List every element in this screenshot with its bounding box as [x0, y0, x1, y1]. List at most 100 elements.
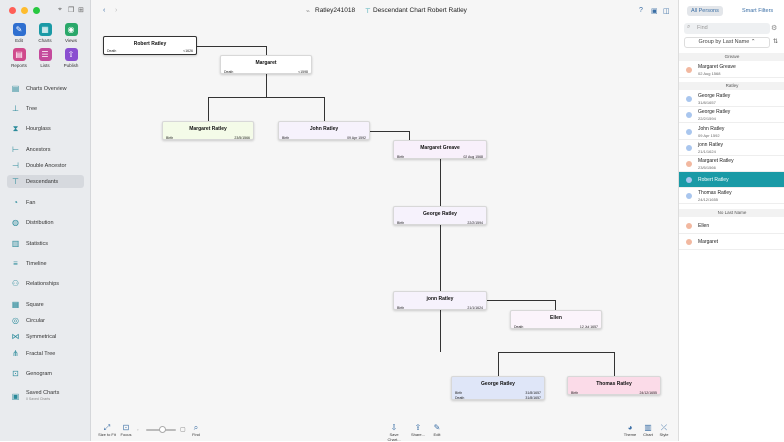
forward-arrow-icon[interactable]: ›: [115, 7, 118, 14]
chart-button[interactable]: ▥Chart: [637, 423, 659, 437]
minimize-window-button[interactable]: [21, 7, 28, 14]
event-type: Death: [107, 49, 117, 53]
back-arrow-icon[interactable]: ‹: [103, 7, 106, 14]
sidebar-item-timeline[interactable]: ≡Timeline: [7, 257, 84, 270]
sidebar-item-label: Timeline: [26, 260, 47, 267]
toolbar-publish-button[interactable]: ⇧Publish: [62, 48, 80, 68]
tab-all-persons[interactable]: All Persons: [687, 6, 723, 16]
toolbar-charts-button[interactable]: ▦Charts: [36, 23, 54, 43]
sidebar-item-distribution[interactable]: ◍Distribution: [7, 216, 84, 229]
person-date: 21/1/1624: [698, 148, 716, 154]
person-box-name: George Ratley: [481, 381, 515, 387]
search-input[interactable]: Find: [684, 23, 770, 34]
person-list-item[interactable]: Robert Ratley: [679, 172, 784, 189]
sidebar-item-ancestors[interactable]: ⊢Ancestors: [7, 143, 84, 156]
ancestors-icon: ⊢: [12, 145, 19, 154]
sidebar-item-descendants[interactable]: ⊤Descendants: [7, 175, 84, 188]
sidebar-toggle-icon[interactable]: ▣: [651, 8, 658, 15]
hourglass-icon: ⧗: [12, 124, 19, 133]
descendants-icon: ⊤: [12, 177, 19, 186]
event-type: Birth: [282, 136, 290, 140]
zoom-slider[interactable]: [146, 426, 176, 433]
sort-icon[interactable]: ⇅: [773, 39, 779, 45]
zoom-window-button[interactable]: [33, 7, 40, 14]
size-to-fit-button[interactable]: ⤢Size to Fit: [96, 423, 118, 437]
sidebar-item-square[interactable]: ▦Square: [7, 298, 84, 311]
person-list-item[interactable]: Ellen: [679, 218, 784, 234]
toolbar-reports-button[interactable]: ▤Reports: [10, 48, 28, 68]
tab-smart-filters[interactable]: Smart Filters: [742, 8, 774, 14]
sidebar-item-statistics[interactable]: ▥Statistics: [7, 237, 84, 250]
toolbar-views-button[interactable]: ◉Views: [62, 23, 80, 43]
sidebar-item-label: Symmetrical: [26, 333, 57, 340]
event-type: Birth: [397, 306, 405, 310]
gear-icon[interactable]: ⚙: [771, 25, 778, 32]
theme-button[interactable]: ◕Theme: [619, 423, 641, 437]
sidebar-item-tree[interactable]: ⊥Tree: [7, 102, 84, 115]
style-button[interactable]: ⤫Style: [653, 423, 675, 437]
save-chart-button[interactable]: ⇩Save Chart...: [383, 423, 405, 442]
toolbar-lists-button[interactable]: ☰Lists: [36, 48, 54, 68]
person-list-item[interactable]: Margaret: [679, 234, 784, 250]
button-label: Edit: [433, 432, 441, 437]
edit-button[interactable]: ✎Edit: [426, 423, 448, 437]
person-box-name: Margaret Ratley: [189, 126, 227, 132]
zoom-in-icon[interactable]: ▢: [180, 427, 186, 433]
find-button[interactable]: ⌕Find: [185, 423, 207, 437]
zoom-out-icon[interactable]: ▫: [137, 427, 139, 432]
group-by-select[interactable]: Group by Last Name ⌃: [684, 37, 770, 48]
sidebar-item-double-ancestor[interactable]: ⊣Double Ancestor: [7, 159, 84, 172]
toolbar-edit-button[interactable]: ✎Edit: [10, 23, 28, 43]
connector-line: [440, 159, 441, 206]
person-box-name: Ellen: [550, 315, 562, 321]
tag-icon[interactable]: ⌖: [58, 6, 62, 13]
inspector-toggle-icon[interactable]: ◫: [663, 8, 670, 15]
help-icon[interactable]: ?: [639, 7, 643, 14]
connector-line: [266, 74, 267, 98]
bottom-toolbar: ⤢Size to Fit⊡Focus ⌕Find ⇩Save Chart...⇪Sh…: [91, 420, 678, 442]
sidebar-item-hourglass[interactable]: ⧗Hourglass: [7, 122, 84, 135]
relationships-icon: ⚇: [11, 279, 20, 288]
event-type: Birth: [571, 391, 579, 395]
gender-dot-icon: [686, 144, 692, 151]
person-box-name: Robert Ratley: [133, 41, 167, 47]
event-date: <1598: [298, 70, 308, 74]
sidebar-item-charts-overview[interactable]: ▤Charts Overview: [7, 82, 84, 95]
sidebar-item-symmetrical[interactable]: ⋈Symmetrical: [7, 330, 84, 343]
sidebar-item-circular[interactable]: ◎Circular: [7, 314, 84, 327]
share-button[interactable]: ⇪Share...: [407, 423, 429, 437]
bookmark-icon[interactable]: ❒: [68, 7, 75, 14]
file-icon: ⌁: [306, 8, 310, 15]
person-date: 02 Aug 1568: [698, 71, 721, 76]
person-box-name: Thomas Ratley: [596, 381, 632, 387]
sidebar-item-fan[interactable]: ◔Fan: [7, 196, 84, 209]
focus-button[interactable]: ⊡Focus: [115, 423, 137, 437]
saved-charts-icon: ▣: [11, 391, 20, 401]
database-icon[interactable]: ⊞: [78, 7, 84, 14]
event-type: Birth: [397, 221, 405, 225]
sidebar-item-fractal-tree[interactable]: ⋔Fractal Tree: [7, 347, 84, 360]
button-label: Save Chart...: [387, 432, 401, 442]
sidebar-item-genogram[interactable]: ⊡Genogram: [7, 367, 84, 380]
sidebar-item-relationships[interactable]: ⚇Relationships: [7, 277, 84, 290]
close-window-button[interactable]: [9, 7, 16, 14]
